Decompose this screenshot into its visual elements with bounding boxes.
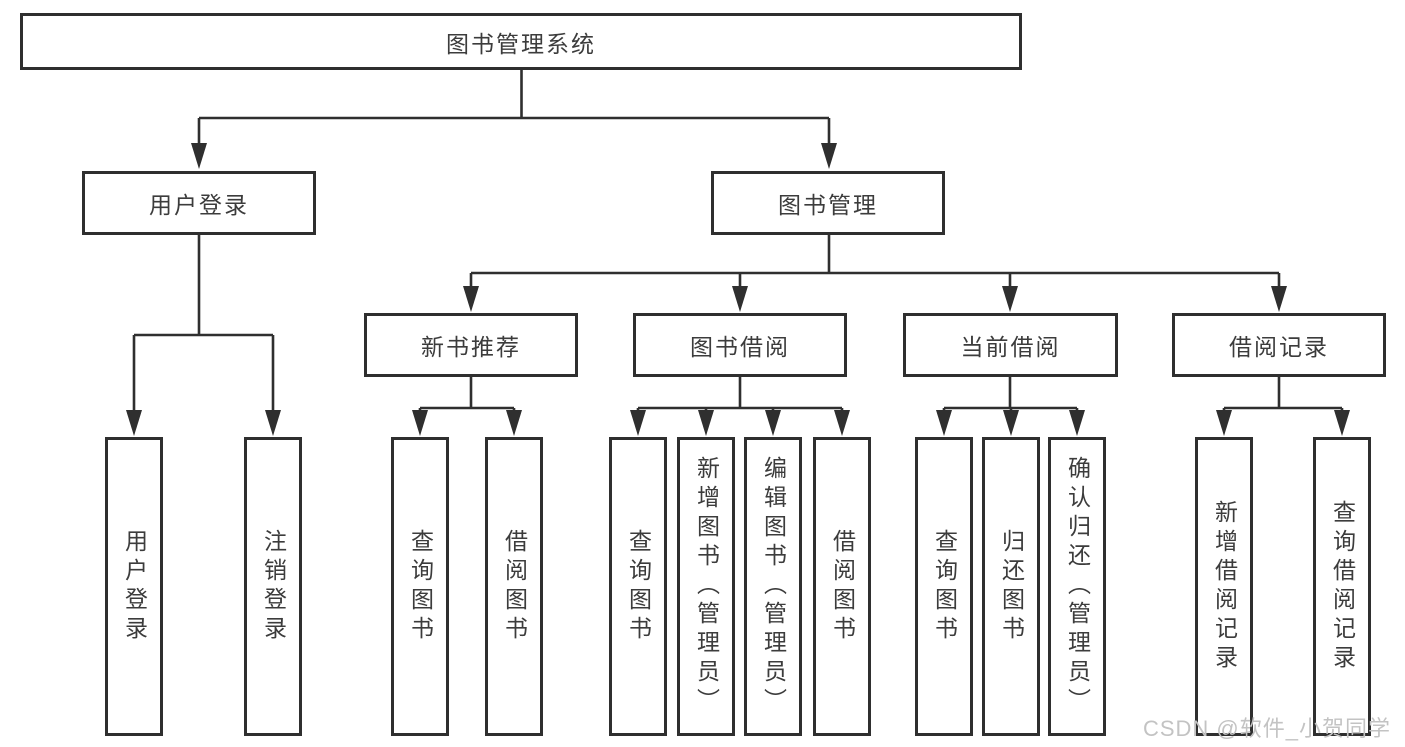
node-label: 用户登录 xyxy=(121,528,148,645)
node-borrow-records: 借阅记录 xyxy=(1172,313,1386,377)
node-leaf-query-books-current: 查询图书 xyxy=(915,437,973,736)
node-current-borrow: 当前借阅 xyxy=(903,313,1118,377)
node-label: 图书管理系统 xyxy=(446,30,596,57)
node-leaf-logout: 注销登录 xyxy=(244,437,302,736)
node-label: 归还图书 xyxy=(998,528,1025,645)
node-leaf-borrow-books: 借阅图书 xyxy=(813,437,871,736)
node-leaf-edit-books-admin: 编辑图书（管理员） xyxy=(744,437,802,736)
arrowheads xyxy=(126,143,1350,436)
node-label: 用户登录 xyxy=(149,192,249,218)
node-leaf-user-login: 用户登录 xyxy=(105,437,163,736)
node-label: 当前借阅 xyxy=(960,334,1061,360)
node-label: 借阅图书 xyxy=(829,528,856,645)
node-label: 编辑图书（管理员） xyxy=(760,456,787,717)
node-label: 确认归还（管理员） xyxy=(1064,456,1091,717)
node-label: 查询图书 xyxy=(407,528,434,645)
csdn-watermark: CSDN @软件_小贺同学 xyxy=(1142,716,1391,741)
node-leaf-add-borrow-record: 新增借阅记录 xyxy=(1195,437,1253,736)
node-label: 图书借阅 xyxy=(690,334,790,360)
node-leaf-query-borrow-record: 查询借阅记录 xyxy=(1313,437,1371,736)
connector-paths xyxy=(132,70,1344,416)
node-leaf-borrow-books-recommend: 借阅图书 xyxy=(485,437,543,736)
node-label: 查询图书 xyxy=(625,528,652,645)
node-leaf-query-books-recommend: 查询图书 xyxy=(391,437,449,736)
node-label: 注销登录 xyxy=(260,528,287,645)
node-label: 查询图书 xyxy=(931,528,958,645)
node-new-book-recommend: 新书推荐 xyxy=(364,313,578,377)
node-book-management: 图书管理 xyxy=(711,171,945,235)
node-label: 查询借阅记录 xyxy=(1329,499,1356,674)
node-label: 新增借阅记录 xyxy=(1211,499,1238,674)
node-leaf-confirm-return-admin: 确认归还（管理员） xyxy=(1048,437,1106,736)
node-label: 新增图书（管理员） xyxy=(693,456,720,717)
node-leaf-add-books-admin: 新增图书（管理员） xyxy=(677,437,735,736)
node-label: 图书管理 xyxy=(778,192,878,218)
node-label: 借阅图书 xyxy=(501,528,528,645)
node-leaf-return-books: 归还图书 xyxy=(982,437,1040,736)
node-book-borrow: 图书借阅 xyxy=(633,313,847,377)
node-label: 新书推荐 xyxy=(421,334,521,360)
node-user-login: 用户登录 xyxy=(82,171,316,235)
node-leaf-query-books-borrow: 查询图书 xyxy=(609,437,667,736)
node-label: 借阅记录 xyxy=(1229,334,1329,360)
node-library-management-system: 图书管理系统 xyxy=(20,13,1022,70)
